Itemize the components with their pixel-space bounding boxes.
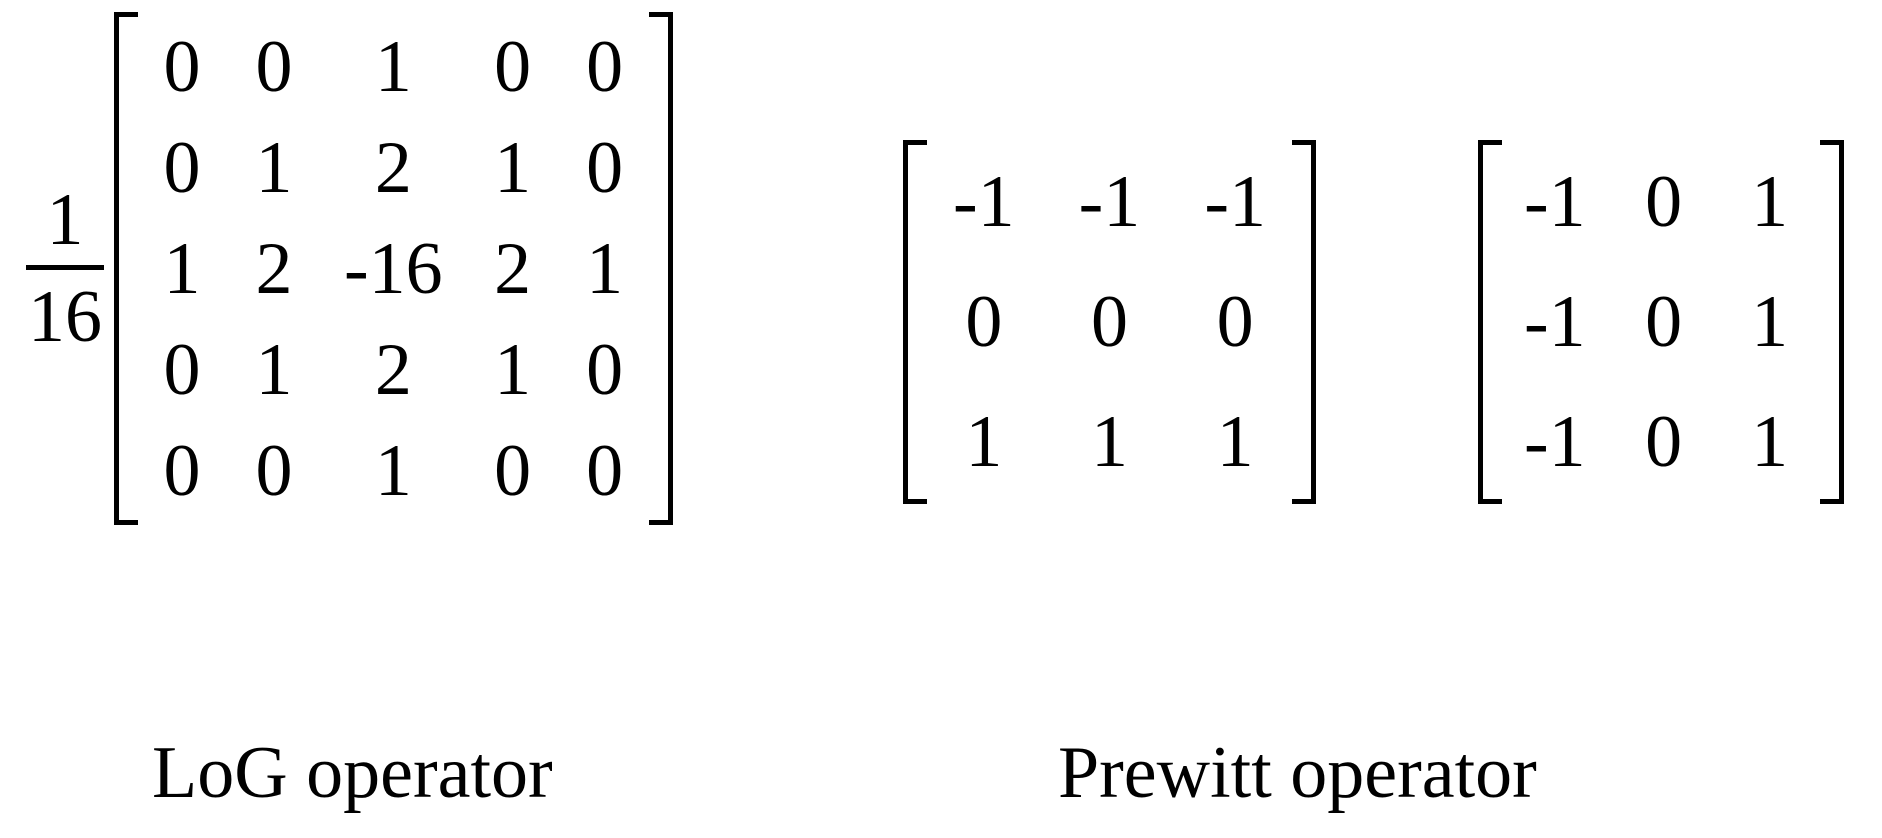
prewitt-operator-caption: Prewitt operator bbox=[1058, 732, 1537, 814]
matrix-cell: 1 bbox=[965, 401, 1003, 483]
right-bracket bbox=[1291, 140, 1316, 504]
matrix-cell: -1 bbox=[1524, 281, 1586, 363]
matrix-cell: -1 bbox=[953, 161, 1015, 243]
prewitt-horizontal-group: -1 -1 -1 0 0 0 1 1 1 bbox=[903, 140, 1316, 504]
matrix-cell: 0 bbox=[1645, 161, 1683, 243]
matrix-cell: 1 bbox=[163, 227, 201, 310]
matrix-cell: 0 bbox=[163, 126, 201, 209]
matrix-cell: 0 bbox=[1645, 401, 1683, 483]
matrix-cell: 1 bbox=[374, 25, 412, 108]
matrix-cell: 2 bbox=[494, 227, 532, 310]
matrix-cell: 0 bbox=[255, 25, 293, 108]
matrix-cell: 1 bbox=[494, 126, 532, 209]
prewitt-horizontal-matrix: -1 -1 -1 0 0 0 1 1 1 bbox=[903, 140, 1316, 504]
matrix-cell: 2 bbox=[374, 126, 412, 209]
matrix-cell: -1 bbox=[1078, 161, 1141, 243]
matrix-cell: 1 bbox=[1216, 401, 1254, 483]
left-bracket bbox=[903, 140, 927, 504]
right-bracket bbox=[1819, 140, 1844, 504]
matrix-cell: 0 bbox=[586, 25, 624, 108]
fraction-bar bbox=[26, 265, 104, 270]
matrix-cell: 2 bbox=[255, 227, 293, 310]
matrix-cell: 0 bbox=[586, 429, 624, 512]
matrix-cell: 0 bbox=[494, 25, 532, 108]
matrix-cell: 0 bbox=[1645, 281, 1683, 363]
matrix-cell: 0 bbox=[586, 126, 624, 209]
matrix-cell: 0 bbox=[1090, 281, 1128, 363]
matrix-cell: 1 bbox=[494, 328, 532, 411]
matrix-cell: 0 bbox=[1216, 281, 1254, 363]
matrix-cell: 0 bbox=[494, 429, 532, 512]
matrix-cell: -16 bbox=[344, 227, 443, 310]
log-operator-caption: LoG operator bbox=[152, 732, 553, 814]
matrix-cell: 0 bbox=[965, 281, 1003, 363]
matrix-cell: 1 bbox=[1751, 161, 1789, 243]
matrix-cell: 1 bbox=[255, 126, 293, 209]
matrix-cell: 2 bbox=[374, 328, 412, 411]
matrix-cell: 1 bbox=[586, 227, 624, 310]
matrix-cell: 1 bbox=[1751, 401, 1789, 483]
matrix-cell: -1 bbox=[1204, 161, 1266, 243]
fraction-denominator: 16 bbox=[28, 276, 102, 358]
matrix-cell: 1 bbox=[1751, 281, 1789, 363]
left-bracket bbox=[1478, 140, 1502, 504]
matrix-cell: 0 bbox=[255, 429, 293, 512]
matrix-cell: 0 bbox=[163, 25, 201, 108]
matrix-cell: 0 bbox=[586, 328, 624, 411]
matrix-cell: 1 bbox=[374, 429, 412, 512]
matrix-cell: 0 bbox=[163, 429, 201, 512]
prewitt-horizontal-grid: -1 -1 -1 0 0 0 1 1 1 bbox=[927, 140, 1292, 504]
fraction-numerator: 1 bbox=[46, 179, 84, 261]
matrix-cell: 1 bbox=[255, 328, 293, 411]
matrix-cell: -1 bbox=[1524, 161, 1586, 243]
matrix-cell: -1 bbox=[1524, 401, 1586, 483]
matrix-cell: 1 bbox=[1090, 401, 1128, 483]
matrix-cell: 0 bbox=[163, 328, 201, 411]
right-bracket bbox=[648, 12, 673, 525]
left-bracket bbox=[114, 12, 138, 525]
scalar-fraction: 1 16 bbox=[26, 183, 104, 354]
